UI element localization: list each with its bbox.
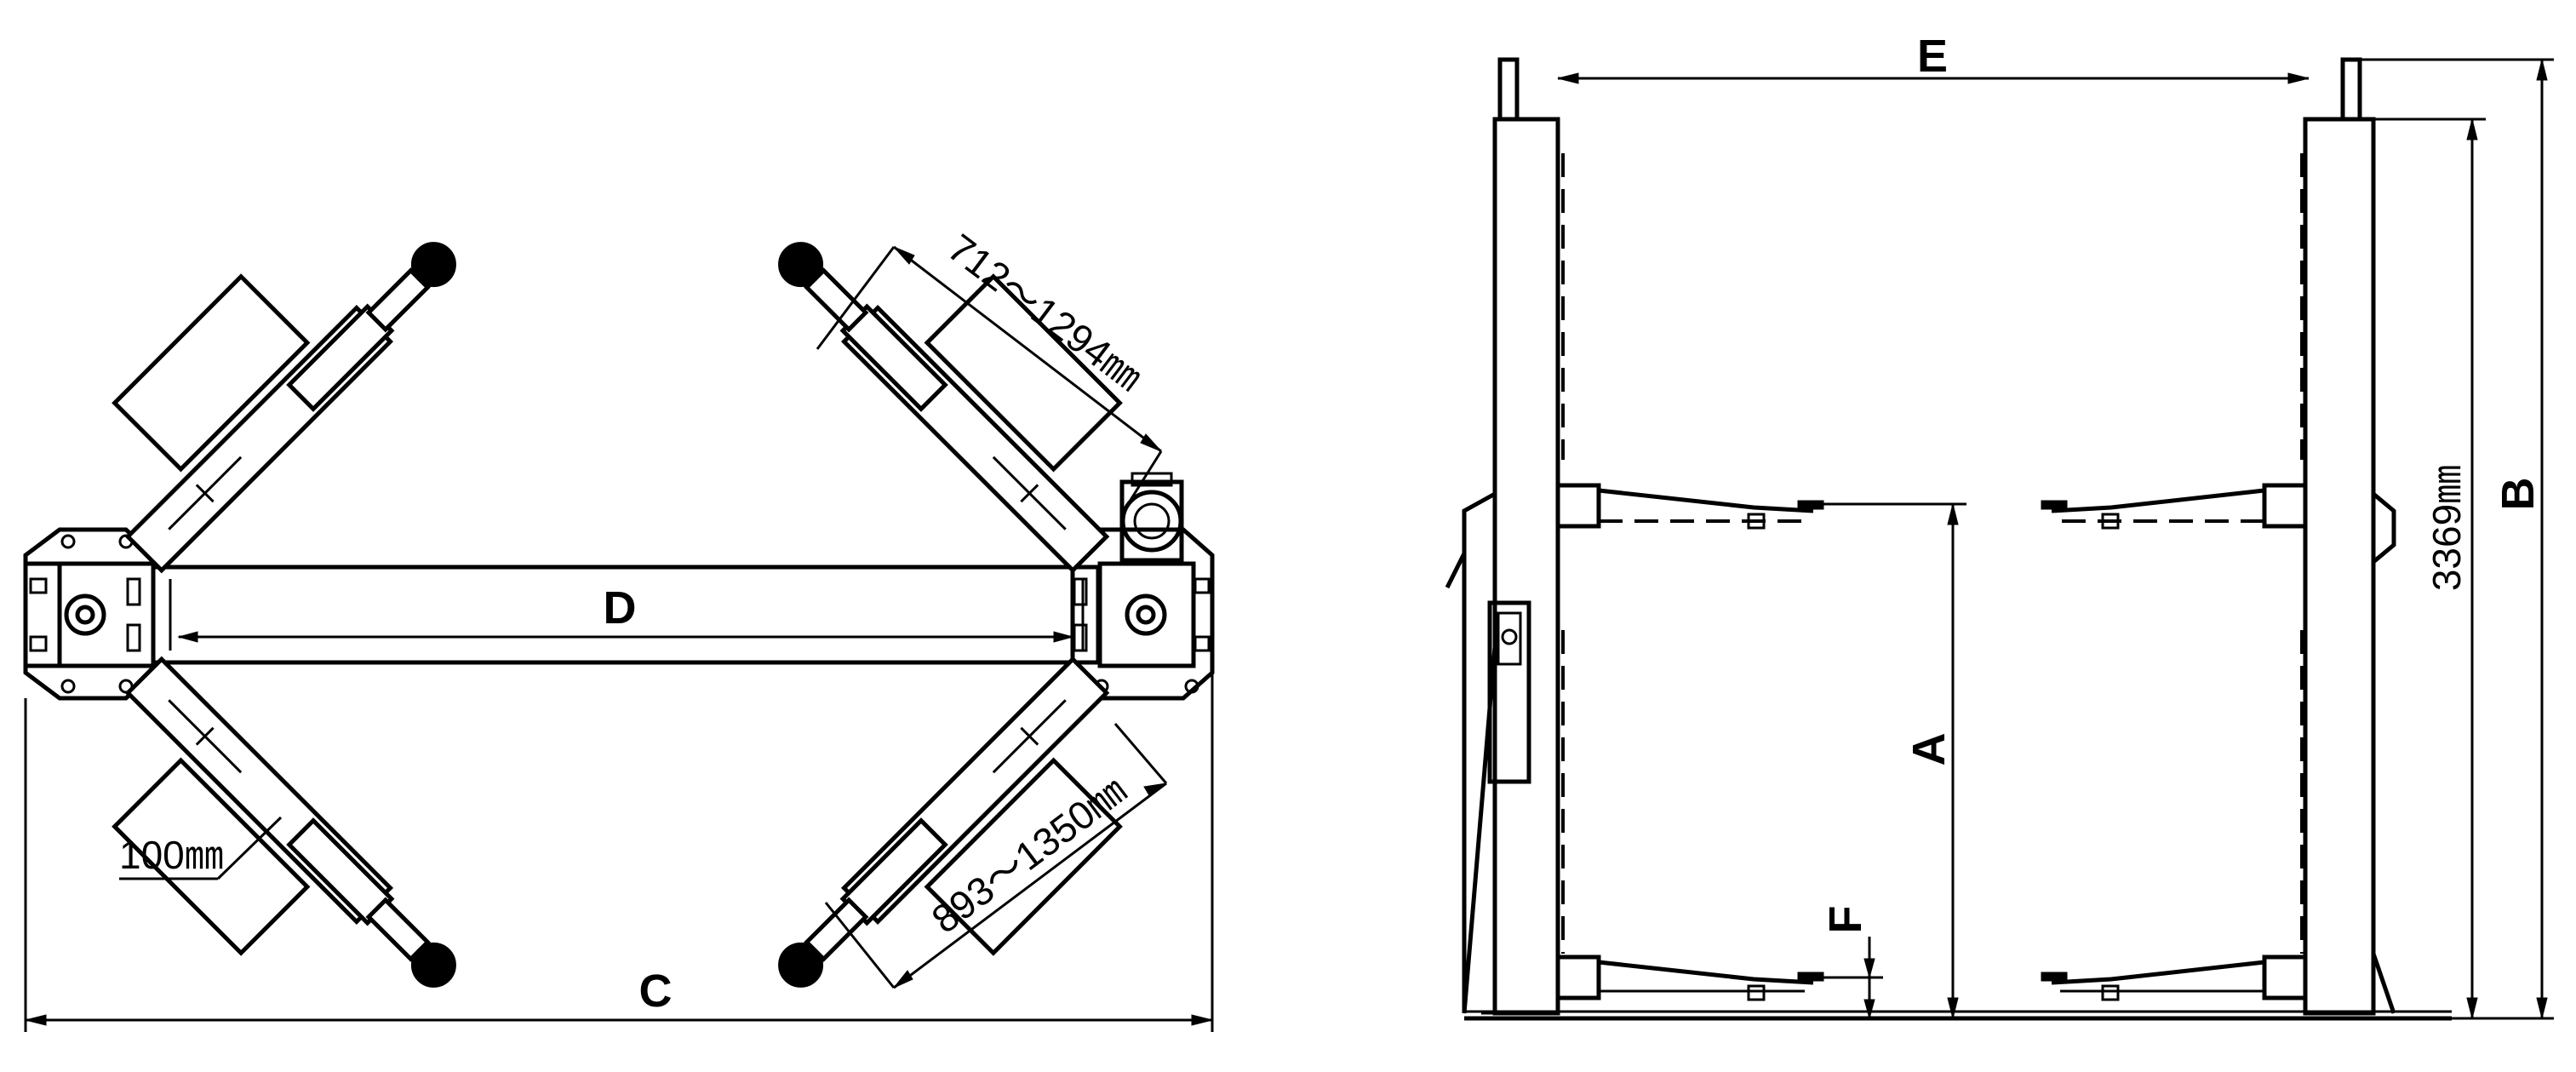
upper-arm-left bbox=[1555, 483, 1824, 530]
dimension-d: D bbox=[177, 582, 1074, 643]
upper-arm-right bbox=[2041, 483, 2308, 530]
dimension-c: C bbox=[24, 673, 1214, 1032]
label-e: E bbox=[1917, 31, 1948, 82]
dimension-a: A bbox=[1822, 502, 1966, 1019]
arm-lower-right bbox=[778, 656, 1123, 988]
top-view: D bbox=[23, 225, 1215, 1032]
right-column bbox=[2300, 57, 2396, 1016]
label-a: A bbox=[1903, 733, 1955, 766]
dimension-f: F bbox=[1820, 906, 1883, 1020]
left-post-base bbox=[23, 527, 156, 701]
label-b: B bbox=[2493, 478, 2544, 511]
arm-lower-left bbox=[112, 656, 456, 988]
dim-height-text: 3369㎜ bbox=[2424, 465, 2469, 591]
dimension-height: 3369㎜ bbox=[2373, 118, 2486, 1019]
arm-upper-right bbox=[778, 242, 1123, 574]
dim-pad-text: 100㎜ bbox=[119, 833, 224, 877]
lower-arm-left bbox=[1555, 954, 1824, 1001]
dimension-e: E bbox=[1557, 31, 2310, 84]
dimension-pad: 100㎜ bbox=[119, 816, 283, 880]
arm-upper-left bbox=[112, 242, 456, 574]
lower-arm-right bbox=[2041, 954, 2308, 1001]
floor-plate bbox=[126, 565, 1101, 665]
right-post-base bbox=[1070, 527, 1215, 701]
left-column bbox=[1445, 57, 1565, 1016]
label-c: C bbox=[639, 966, 673, 1017]
power-unit bbox=[1119, 472, 1184, 563]
label-d: D bbox=[604, 582, 637, 633]
side-view: E A F 3369㎜ bbox=[1445, 31, 2554, 1021]
dimension-b: B bbox=[2360, 58, 2554, 1020]
label-f: F bbox=[1820, 906, 1871, 934]
